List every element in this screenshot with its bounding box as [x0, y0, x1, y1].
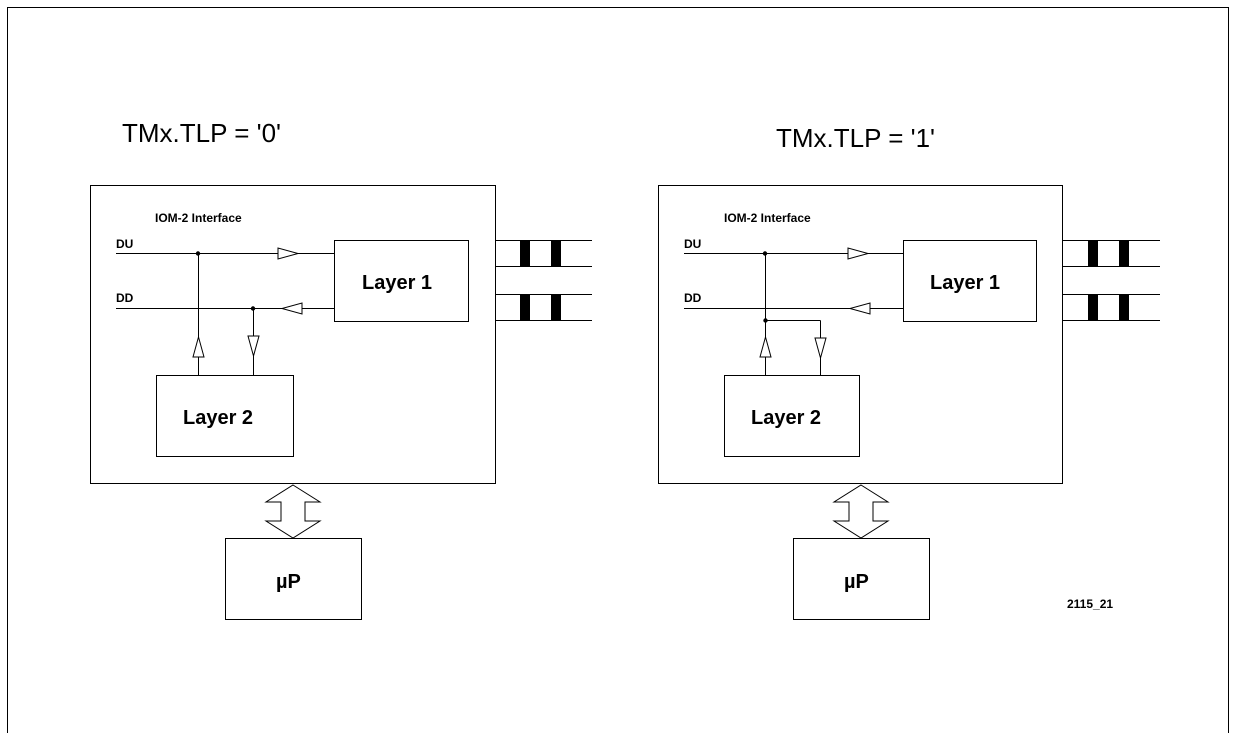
- right-du-arrow: [847, 247, 870, 260]
- right-layer1-label: Layer 1: [930, 272, 1000, 294]
- left-dd-label: DD: [116, 291, 134, 305]
- right-interface-label: IOM-2 Interface: [724, 211, 811, 225]
- figure-id: 2115_21: [1067, 597, 1113, 611]
- right-du-label: DU: [684, 237, 701, 251]
- left-layer1-box: [334, 240, 469, 322]
- left-down-arrow: [247, 335, 260, 358]
- right-processor-label: µP: [844, 571, 869, 593]
- right-transformer-top-b: [1119, 240, 1129, 267]
- right-chip-box: [658, 185, 1063, 484]
- right-layer2-label: Layer 2: [751, 407, 821, 429]
- figure-frame: [7, 7, 1229, 733]
- right-transformer-bot-b: [1119, 294, 1129, 321]
- right-down-arrow: [814, 337, 827, 360]
- left-layer2-label: Layer 2: [183, 407, 253, 429]
- left-interface-label: IOM-2 Interface: [155, 211, 242, 225]
- left-layer2-box: [156, 375, 294, 457]
- left-dd-arrow: [280, 302, 303, 315]
- right-layer1-box: [903, 240, 1037, 322]
- right-transformer-bot-a: [1088, 294, 1098, 321]
- right-up-arrow: [759, 335, 772, 358]
- left-transformer-bot-a: [520, 294, 530, 321]
- right-transformer-top-a: [1088, 240, 1098, 267]
- left-du-arrow: [277, 247, 300, 260]
- right-panel: TMx.TLP = '1' IOM-2 Interface DU DD Laye…: [658, 123, 1160, 620]
- left-bus-arrow: [264, 484, 322, 539]
- right-dd-arrow: [848, 302, 871, 315]
- right-bus-arrow: [832, 484, 890, 539]
- left-transformer-bot-b: [551, 294, 561, 321]
- left-transformer-top-a: [520, 240, 530, 267]
- right-panel-title: TMx.TLP = '1': [776, 123, 935, 153]
- right-processor-box: [793, 538, 930, 620]
- right-layer2-box: [724, 375, 860, 457]
- right-dd-label: DD: [684, 291, 702, 305]
- left-panel-title: TMx.TLP = '0': [122, 118, 281, 148]
- left-du-label: DU: [116, 237, 133, 251]
- left-up-arrow: [192, 335, 205, 358]
- left-layer1-label: Layer 1: [362, 272, 432, 294]
- left-transformer-top-b: [551, 240, 561, 267]
- left-processor-box: [225, 538, 362, 620]
- left-panel: TMx.TLP = '0' IOM-2 Interface DU DD Laye…: [90, 118, 592, 620]
- left-processor-label: µP: [276, 571, 301, 593]
